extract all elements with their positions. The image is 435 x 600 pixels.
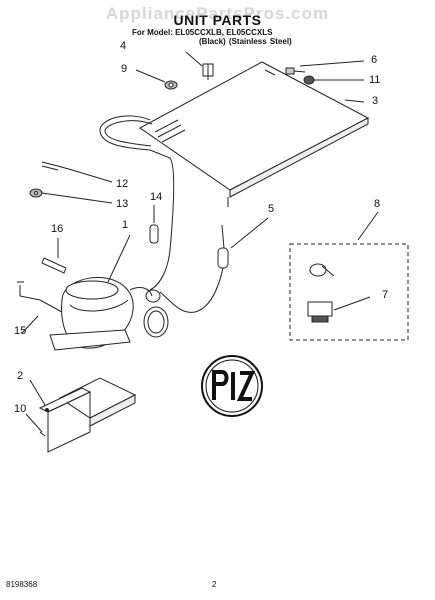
thermostat-probe-part bbox=[159, 217, 269, 313]
tubing-part bbox=[99, 115, 175, 291]
callout-9: 9 bbox=[121, 63, 128, 75]
bolt-part bbox=[41, 238, 67, 274]
nut-part bbox=[135, 69, 178, 90]
page-number: 2 bbox=[212, 580, 217, 589]
base-bracket-part bbox=[25, 377, 137, 453]
model-variants: (Black) (Stainless Steel) bbox=[199, 37, 292, 46]
capsule-part bbox=[149, 205, 159, 244]
callout-4: 4 bbox=[120, 40, 127, 52]
callout-7: 7 bbox=[382, 289, 389, 301]
callout-11: 11 bbox=[369, 74, 381, 86]
callout-13: 13 bbox=[116, 198, 129, 210]
cover-plate-part bbox=[139, 61, 370, 207]
callout-3: 3 bbox=[372, 95, 379, 107]
compressor-part bbox=[17, 234, 169, 351]
callout-16: 16 bbox=[51, 223, 64, 235]
callout-12: 12 bbox=[116, 178, 129, 190]
screw-grommet-part bbox=[285, 60, 365, 103]
page-title: UNIT PARTS bbox=[173, 12, 262, 28]
callout-10: 10 bbox=[14, 403, 27, 415]
callout-6: 6 bbox=[371, 54, 378, 66]
callout-5: 5 bbox=[268, 203, 275, 215]
callout-14: 14 bbox=[150, 191, 163, 203]
callout-15: 15 bbox=[14, 325, 27, 337]
clip-washer-part bbox=[29, 161, 113, 204]
callout-1: 1 bbox=[122, 219, 129, 231]
callout-8: 8 bbox=[374, 198, 381, 210]
document-number: 8198368 bbox=[6, 580, 38, 589]
callout-2: 2 bbox=[17, 370, 24, 382]
overload-relay-group bbox=[289, 211, 409, 341]
site-watermark: AppliancePartsPros.com bbox=[105, 4, 330, 23]
bracket-part bbox=[185, 51, 214, 80]
model-line: For Model: EL05CCXLB, EL05CCXLS bbox=[132, 28, 273, 37]
